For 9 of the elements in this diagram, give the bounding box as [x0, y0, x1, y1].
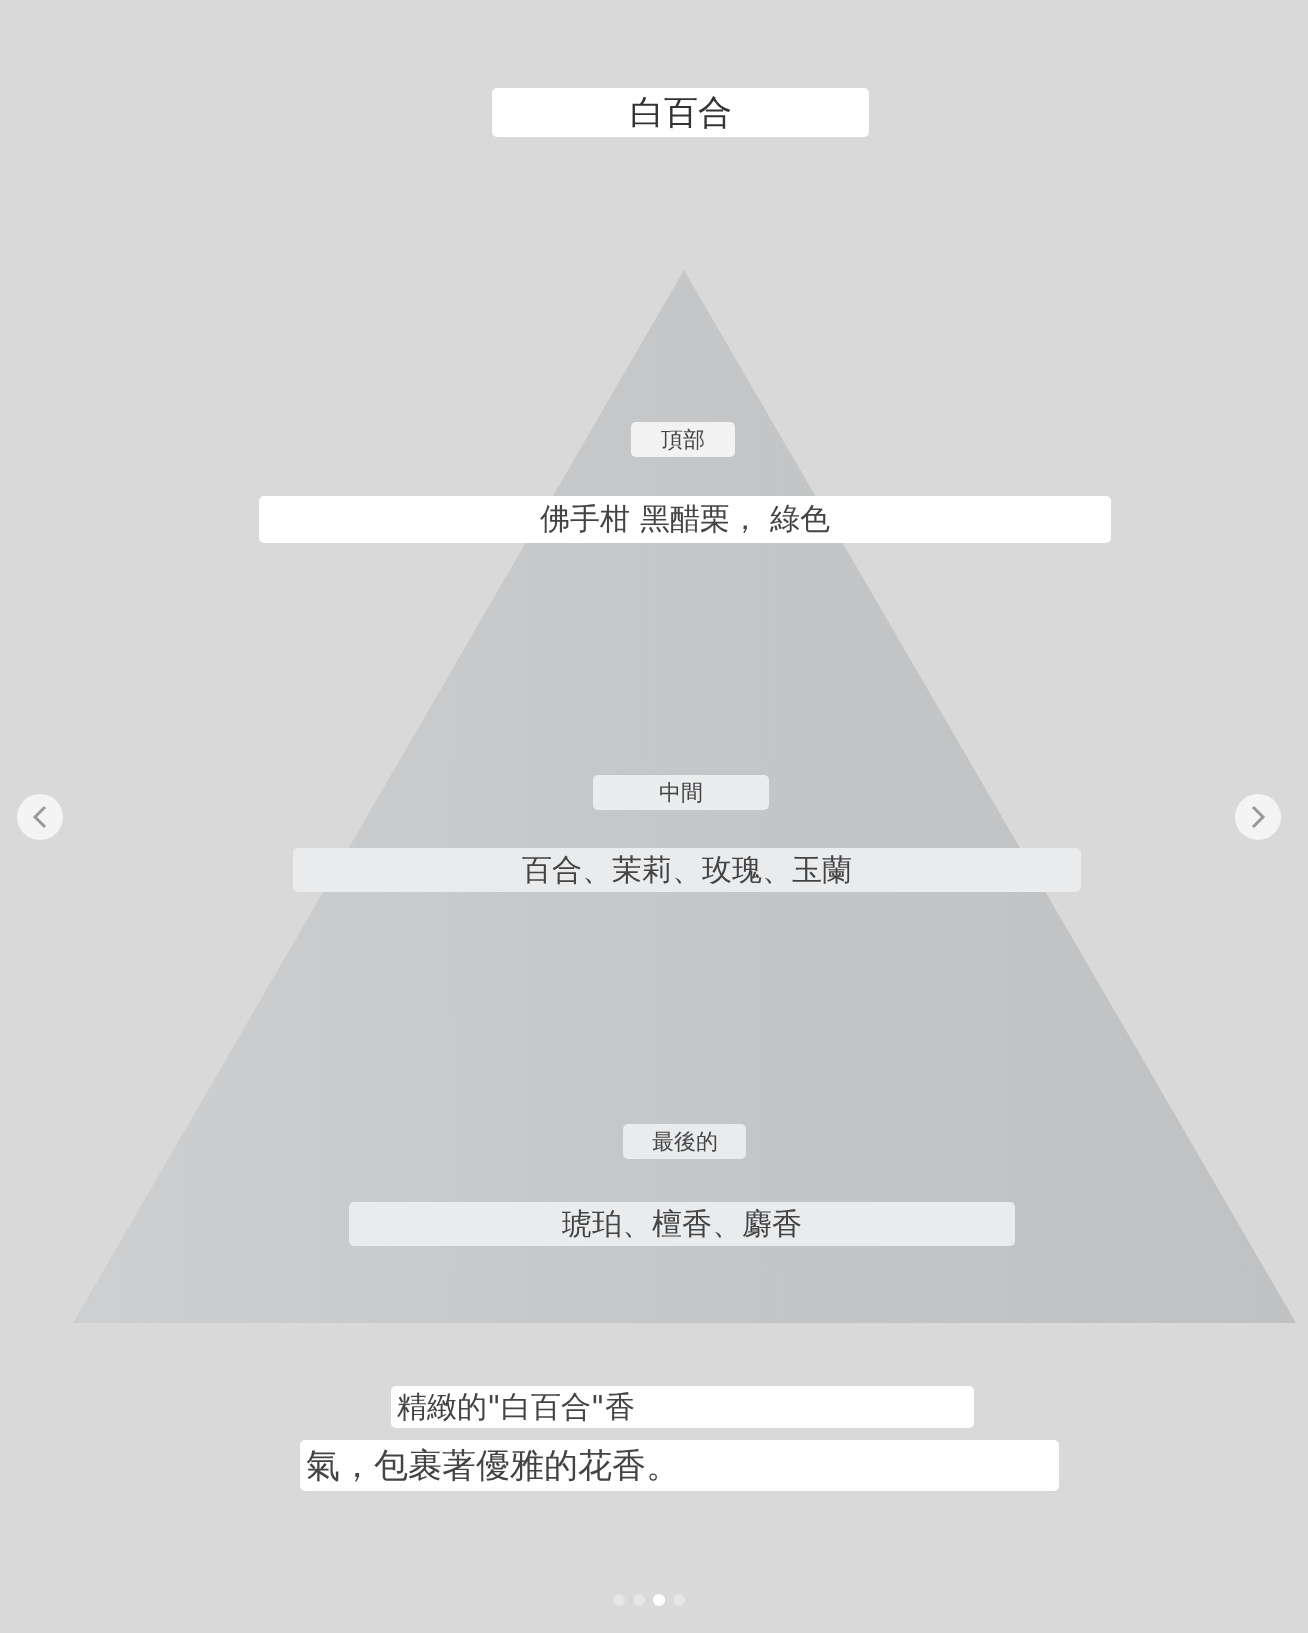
- caption-box: 氣，包裹著優雅的花香。: [300, 1440, 1059, 1491]
- notes-bar: 百合、茉莉、玫瑰、玉蘭: [293, 848, 1081, 892]
- level-label: 頂部: [631, 422, 735, 457]
- level-label: 最後的: [623, 1124, 746, 1159]
- notes-bar: 佛手柑 黑醋栗， 綠色: [259, 496, 1111, 543]
- title: 白百合: [492, 88, 869, 137]
- notes-bar: 琥珀、檀香、麝香: [349, 1202, 1015, 1246]
- caption-box: 精緻的"白百合"香: [391, 1386, 974, 1428]
- level-label: 中間: [593, 775, 769, 810]
